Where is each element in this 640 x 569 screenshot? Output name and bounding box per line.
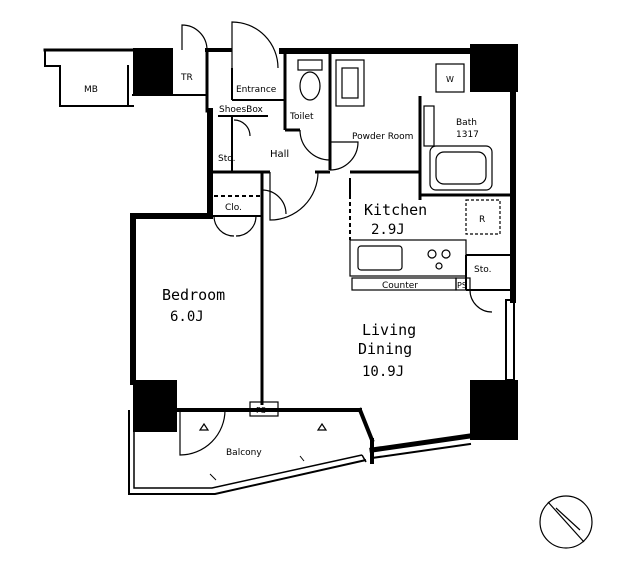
door-bedroom xyxy=(261,189,287,215)
window-right xyxy=(505,299,515,381)
door-powder xyxy=(329,141,359,171)
label-bath: Bath xyxy=(456,118,477,128)
vanity-basin xyxy=(341,67,359,99)
compass-tick xyxy=(555,507,581,531)
door-living xyxy=(269,171,319,221)
balcony-divider xyxy=(361,454,367,463)
label-ps-balcony: PS xyxy=(256,406,266,415)
label-washer: W xyxy=(446,75,454,84)
drain-mark-left xyxy=(198,422,210,431)
label-toilet: Toilet xyxy=(289,112,314,122)
drain-mark-right xyxy=(316,422,328,431)
label-entrance: Entrance xyxy=(236,85,277,95)
toilet-bowl xyxy=(299,71,321,101)
kitchen-sink xyxy=(357,245,403,271)
bath-vanity xyxy=(423,105,435,147)
door-tr xyxy=(181,24,208,51)
toilet-tank xyxy=(297,59,323,71)
column-top-left xyxy=(133,48,173,95)
balcony-mark-r xyxy=(209,473,217,481)
balcony-mark-c xyxy=(299,455,305,462)
door-closet-right xyxy=(235,215,257,237)
label-bath-size: 1317 xyxy=(456,130,479,140)
balcony-outline xyxy=(128,410,367,495)
door-closet-left xyxy=(213,215,235,237)
label-living: Living xyxy=(362,321,416,339)
label-storage-kitchen: Sto. xyxy=(474,265,491,275)
column-bottom-left xyxy=(133,380,177,432)
structural-columns xyxy=(133,44,518,440)
label-bedroom: Bedroom xyxy=(162,286,225,304)
compass-circle xyxy=(539,495,593,549)
compass-needle xyxy=(547,501,585,543)
label-powder-room: Powder Room xyxy=(352,132,413,142)
room-labels: MB TR Entrance ShoesBox Toilet Powder Ro… xyxy=(84,73,491,458)
label-dining: Dining xyxy=(358,340,412,358)
refrigerator xyxy=(465,199,501,235)
column-bottom-right xyxy=(470,380,518,440)
label-shoes-box: ShoesBox xyxy=(219,105,264,115)
wall-bottom-living xyxy=(369,433,473,453)
label-bedroom-size: 6.0J xyxy=(170,309,204,325)
door-hall-sto xyxy=(233,119,251,137)
door-entrance xyxy=(231,21,279,69)
stove-burner-3 xyxy=(435,262,443,270)
door-kitchen-sto xyxy=(469,289,493,313)
wall-mb-left xyxy=(44,49,134,107)
door-toilet xyxy=(299,129,331,161)
label-refrigerator: R xyxy=(479,215,485,225)
balcony-rail-inner xyxy=(133,432,363,489)
label-living-size: 10.9J xyxy=(362,364,404,380)
kitchen-counter xyxy=(349,239,467,277)
label-counter: Counter xyxy=(382,281,418,291)
bathtub xyxy=(429,145,493,191)
label-closet: Clo. xyxy=(225,203,242,213)
fixtures xyxy=(249,59,501,417)
exterior-walls xyxy=(43,48,516,464)
bathtub-inner xyxy=(435,151,487,185)
label-tr: TR xyxy=(180,73,193,83)
column-top-right xyxy=(470,44,518,92)
wall-bottom-living-inner xyxy=(370,442,472,460)
washer xyxy=(435,63,465,93)
label-kitchen: Kitchen xyxy=(364,201,427,219)
stove-burner-2 xyxy=(441,249,451,259)
stove-burner-1 xyxy=(427,249,437,259)
label-balcony: Balcony xyxy=(226,448,262,458)
vanity xyxy=(335,59,365,107)
label-mb: MB xyxy=(84,85,98,95)
label-storage-hall: Sto. xyxy=(218,154,235,164)
label-ps-kitchen: PS xyxy=(457,281,467,290)
label-kitchen-size: 2.9J xyxy=(371,222,405,238)
ps-kitchen-box xyxy=(455,277,471,291)
label-hall: Hall xyxy=(270,149,289,160)
ps-balcony-box xyxy=(249,401,279,417)
door-swings xyxy=(179,21,493,456)
balcony-rail-outer xyxy=(128,410,367,495)
wall-bottom-step xyxy=(357,407,375,443)
door-balcony xyxy=(179,409,226,456)
north-arrow xyxy=(539,495,593,549)
